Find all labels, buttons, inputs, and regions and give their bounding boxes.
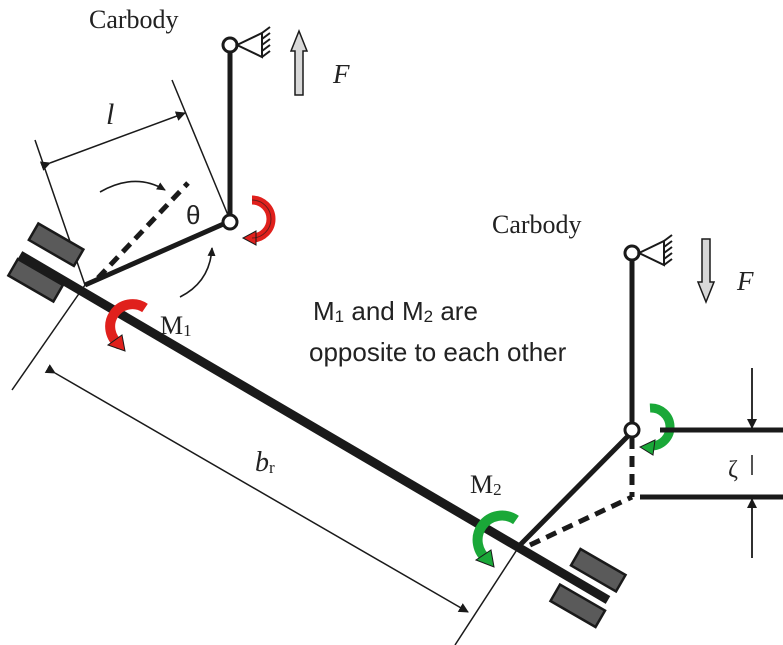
note-line-2: opposite to each other: [309, 337, 567, 367]
moment-1-arrow-at-joint: [241, 195, 276, 246]
carbody-label-right: Carbody: [492, 210, 582, 239]
force-up-arrow: [289, 28, 309, 96]
right-wheel: [548, 547, 628, 629]
lever-length-label: l: [106, 98, 114, 131]
displacement-dimension: [640, 368, 783, 558]
right-lower-joint: [623, 421, 641, 439]
right-carbody-mount: [636, 234, 673, 267]
left-wheel: [6, 221, 86, 304]
lever-length-dimension-line: [39, 111, 186, 171]
displacement-zeta-label: ζ: [728, 457, 738, 483]
force-down-arrow: [696, 238, 716, 305]
angle-theta-label: θ: [186, 200, 200, 230]
track-width-dimension-line: [44, 364, 469, 613]
left-lower-joint: [221, 213, 239, 231]
moment-2-label: M2: [470, 470, 502, 499]
note-line-1: M1 and M2 are: [313, 296, 478, 326]
track-width-dimension: [11, 284, 521, 645]
force-label-left: F: [332, 59, 350, 89]
left-linkage: [83, 48, 233, 288]
moment-2-arrow: [472, 510, 519, 568]
right-lever-arm: [518, 430, 634, 547]
theta-arc-upper: [99, 180, 166, 193]
moment-1-arrow: [105, 299, 148, 352]
track-width-label: br: [255, 447, 275, 478]
left-carbody-mount: [234, 26, 271, 59]
extension-line-right: [454, 544, 521, 645]
force-label-right: F: [736, 266, 754, 296]
left-lever-arm: [83, 219, 230, 288]
theta-arc-lower: [179, 247, 216, 298]
moment-2-arrow-at-joint: [638, 403, 675, 456]
right-lever-neutral-dashed: [528, 494, 634, 548]
carbody-label-left: Carbody: [89, 5, 179, 34]
left-lever-neutral-dashed: [96, 181, 190, 280]
extension-line-left: [11, 284, 86, 391]
moment-1-label: M1: [160, 311, 192, 340]
extension-line-l-right: [171, 79, 231, 221]
right-linkage: [518, 258, 635, 548]
